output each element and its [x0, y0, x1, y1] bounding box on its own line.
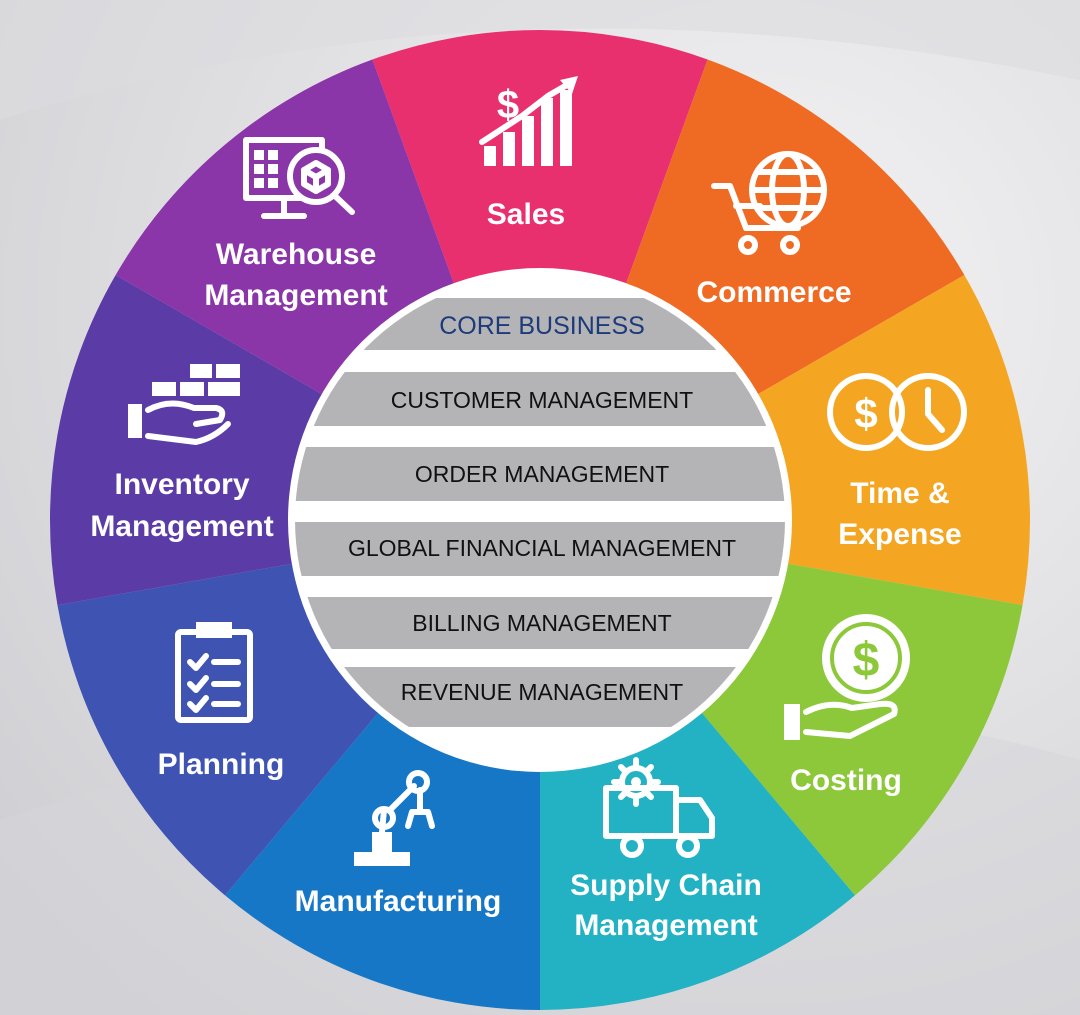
label-inventory-line1: Inventory: [114, 468, 249, 501]
robotic-arm-icon: [354, 770, 435, 866]
core-stripe: [295, 372, 785, 426]
svg-text:$: $: [854, 390, 877, 437]
core-item-revenue-management: REVENUE MANAGEMENT: [401, 679, 683, 705]
monitor-search-box-icon: [243, 137, 355, 219]
label-supply-chain-line2: Management: [574, 909, 757, 942]
dollar-clock-icon: $: [827, 373, 967, 451]
core-item-billing-management: BILLING MANAGEMENT: [412, 610, 671, 636]
core-title: CORE BUSINESS: [439, 312, 645, 340]
segment-warehouse: [115, 59, 456, 396]
label-sales: Sales: [487, 198, 565, 231]
background-swoosh: [0, 0, 1080, 120]
core-stripe: [295, 447, 785, 501]
hand-dollar-coin-icon: $: [784, 614, 910, 740]
sales-growth-icon: $: [479, 76, 578, 166]
core-item-global-financial-management: GLOBAL FINANCIAL MANAGEMENT: [348, 535, 736, 561]
label-manufacturing: Manufacturing: [295, 885, 502, 918]
core-item-customer-management: CUSTOMER MANAGEMENT: [391, 387, 693, 413]
segment-sales: [372, 29, 708, 287]
label-costing: Costing: [790, 764, 902, 797]
label-warehouse-line2: Management: [204, 279, 387, 312]
label-inventory-line2: Management: [90, 510, 273, 543]
delivery-truck-gear-icon: [603, 757, 715, 858]
core-stripe: [295, 597, 785, 649]
clipboard-checklist-icon: [175, 622, 253, 723]
label-commerce: Commerce: [696, 276, 851, 309]
svg-text:$: $: [853, 634, 880, 687]
hand-boxes-icon: [128, 364, 240, 445]
segment-supply-chain: [540, 709, 855, 1010]
dollar-sign-glyph: $: [497, 83, 519, 127]
shopping-cart-globe-icon: [711, 151, 827, 255]
label-supply-chain-line1: Supply Chain: [570, 869, 762, 902]
core-stripe: [295, 522, 785, 576]
label-time-expense-line2: Expense: [838, 518, 961, 551]
label-planning: Planning: [158, 748, 285, 781]
segment-planning: [57, 563, 381, 896]
label-warehouse-line1: Warehouse: [216, 238, 377, 271]
core-item-order-management: ORDER MANAGEMENT: [415, 461, 669, 487]
label-time-expense-line1: Time &: [850, 477, 949, 510]
